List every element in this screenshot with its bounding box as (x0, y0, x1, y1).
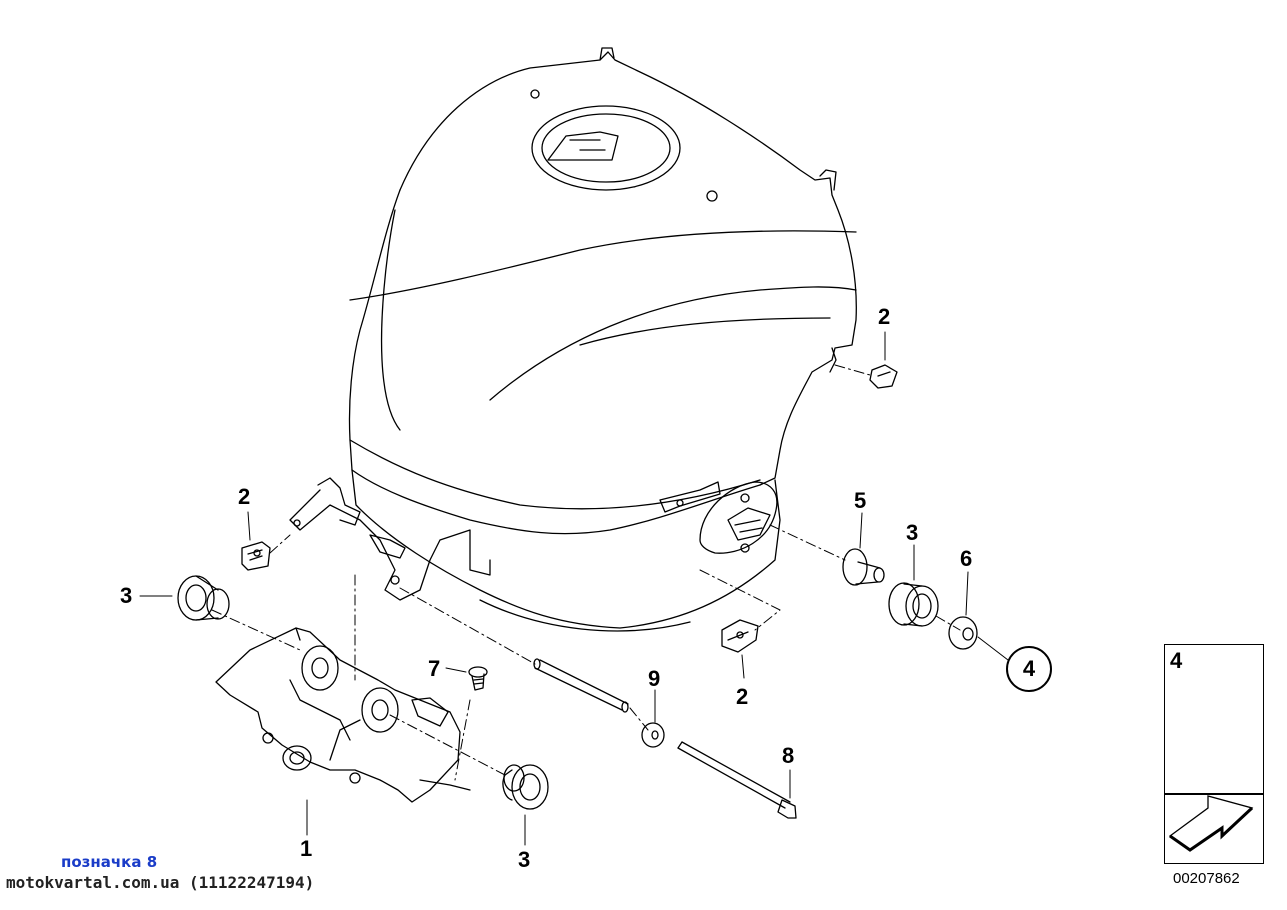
callout-6: 6 (960, 546, 973, 571)
watermark-label: позначка 8 (61, 853, 158, 871)
fuel-tank-drawing (289, 47, 857, 632)
callout-3-bottom: 3 (518, 847, 531, 872)
callout-9: 9 (648, 666, 661, 691)
callout-4-circle: 4 (1006, 646, 1052, 692)
clip-nut-left-drawing (241, 541, 271, 571)
clip-nut-bottom-drawing (721, 619, 759, 653)
callout-3-left: 3 (120, 583, 133, 608)
callout-3-right: 3 (906, 520, 919, 545)
screw-drawing (468, 666, 488, 691)
rubber-mount-left-drawing (177, 575, 230, 621)
legend-arrow-box (1164, 794, 1264, 864)
callout-8: 8 (782, 743, 795, 768)
callout-2-left: 2 (238, 484, 251, 509)
alignment-lines (211, 364, 961, 781)
long-bolt-drawing (677, 741, 797, 819)
callout-5: 5 (854, 488, 867, 513)
rubber-mount-bottom-drawing (502, 764, 549, 810)
bushing-drawing (842, 548, 885, 586)
legend-item-number: 4 (1170, 648, 1183, 673)
legend-arrow-icon (1168, 795, 1254, 852)
main-bracket-drawing (215, 627, 471, 803)
legend-item-box (1164, 644, 1264, 794)
clip-nut-right-drawing (869, 364, 898, 389)
washer-drawing (948, 616, 978, 650)
leader-lines (139, 331, 1009, 846)
diagram-id: 00207862 (1173, 870, 1240, 887)
callout-2-bottom: 2 (736, 684, 749, 709)
washer-9-drawing (641, 722, 665, 748)
callout-2-right: 2 (878, 304, 891, 329)
callout-1: 1 (300, 836, 313, 861)
spacer-sleeve-drawing (533, 658, 629, 713)
watermark-site: motokvartal.com.ua (11122247194) (6, 873, 315, 892)
callout-7: 7 (428, 656, 441, 681)
rubber-mount-right-drawing (888, 582, 939, 627)
